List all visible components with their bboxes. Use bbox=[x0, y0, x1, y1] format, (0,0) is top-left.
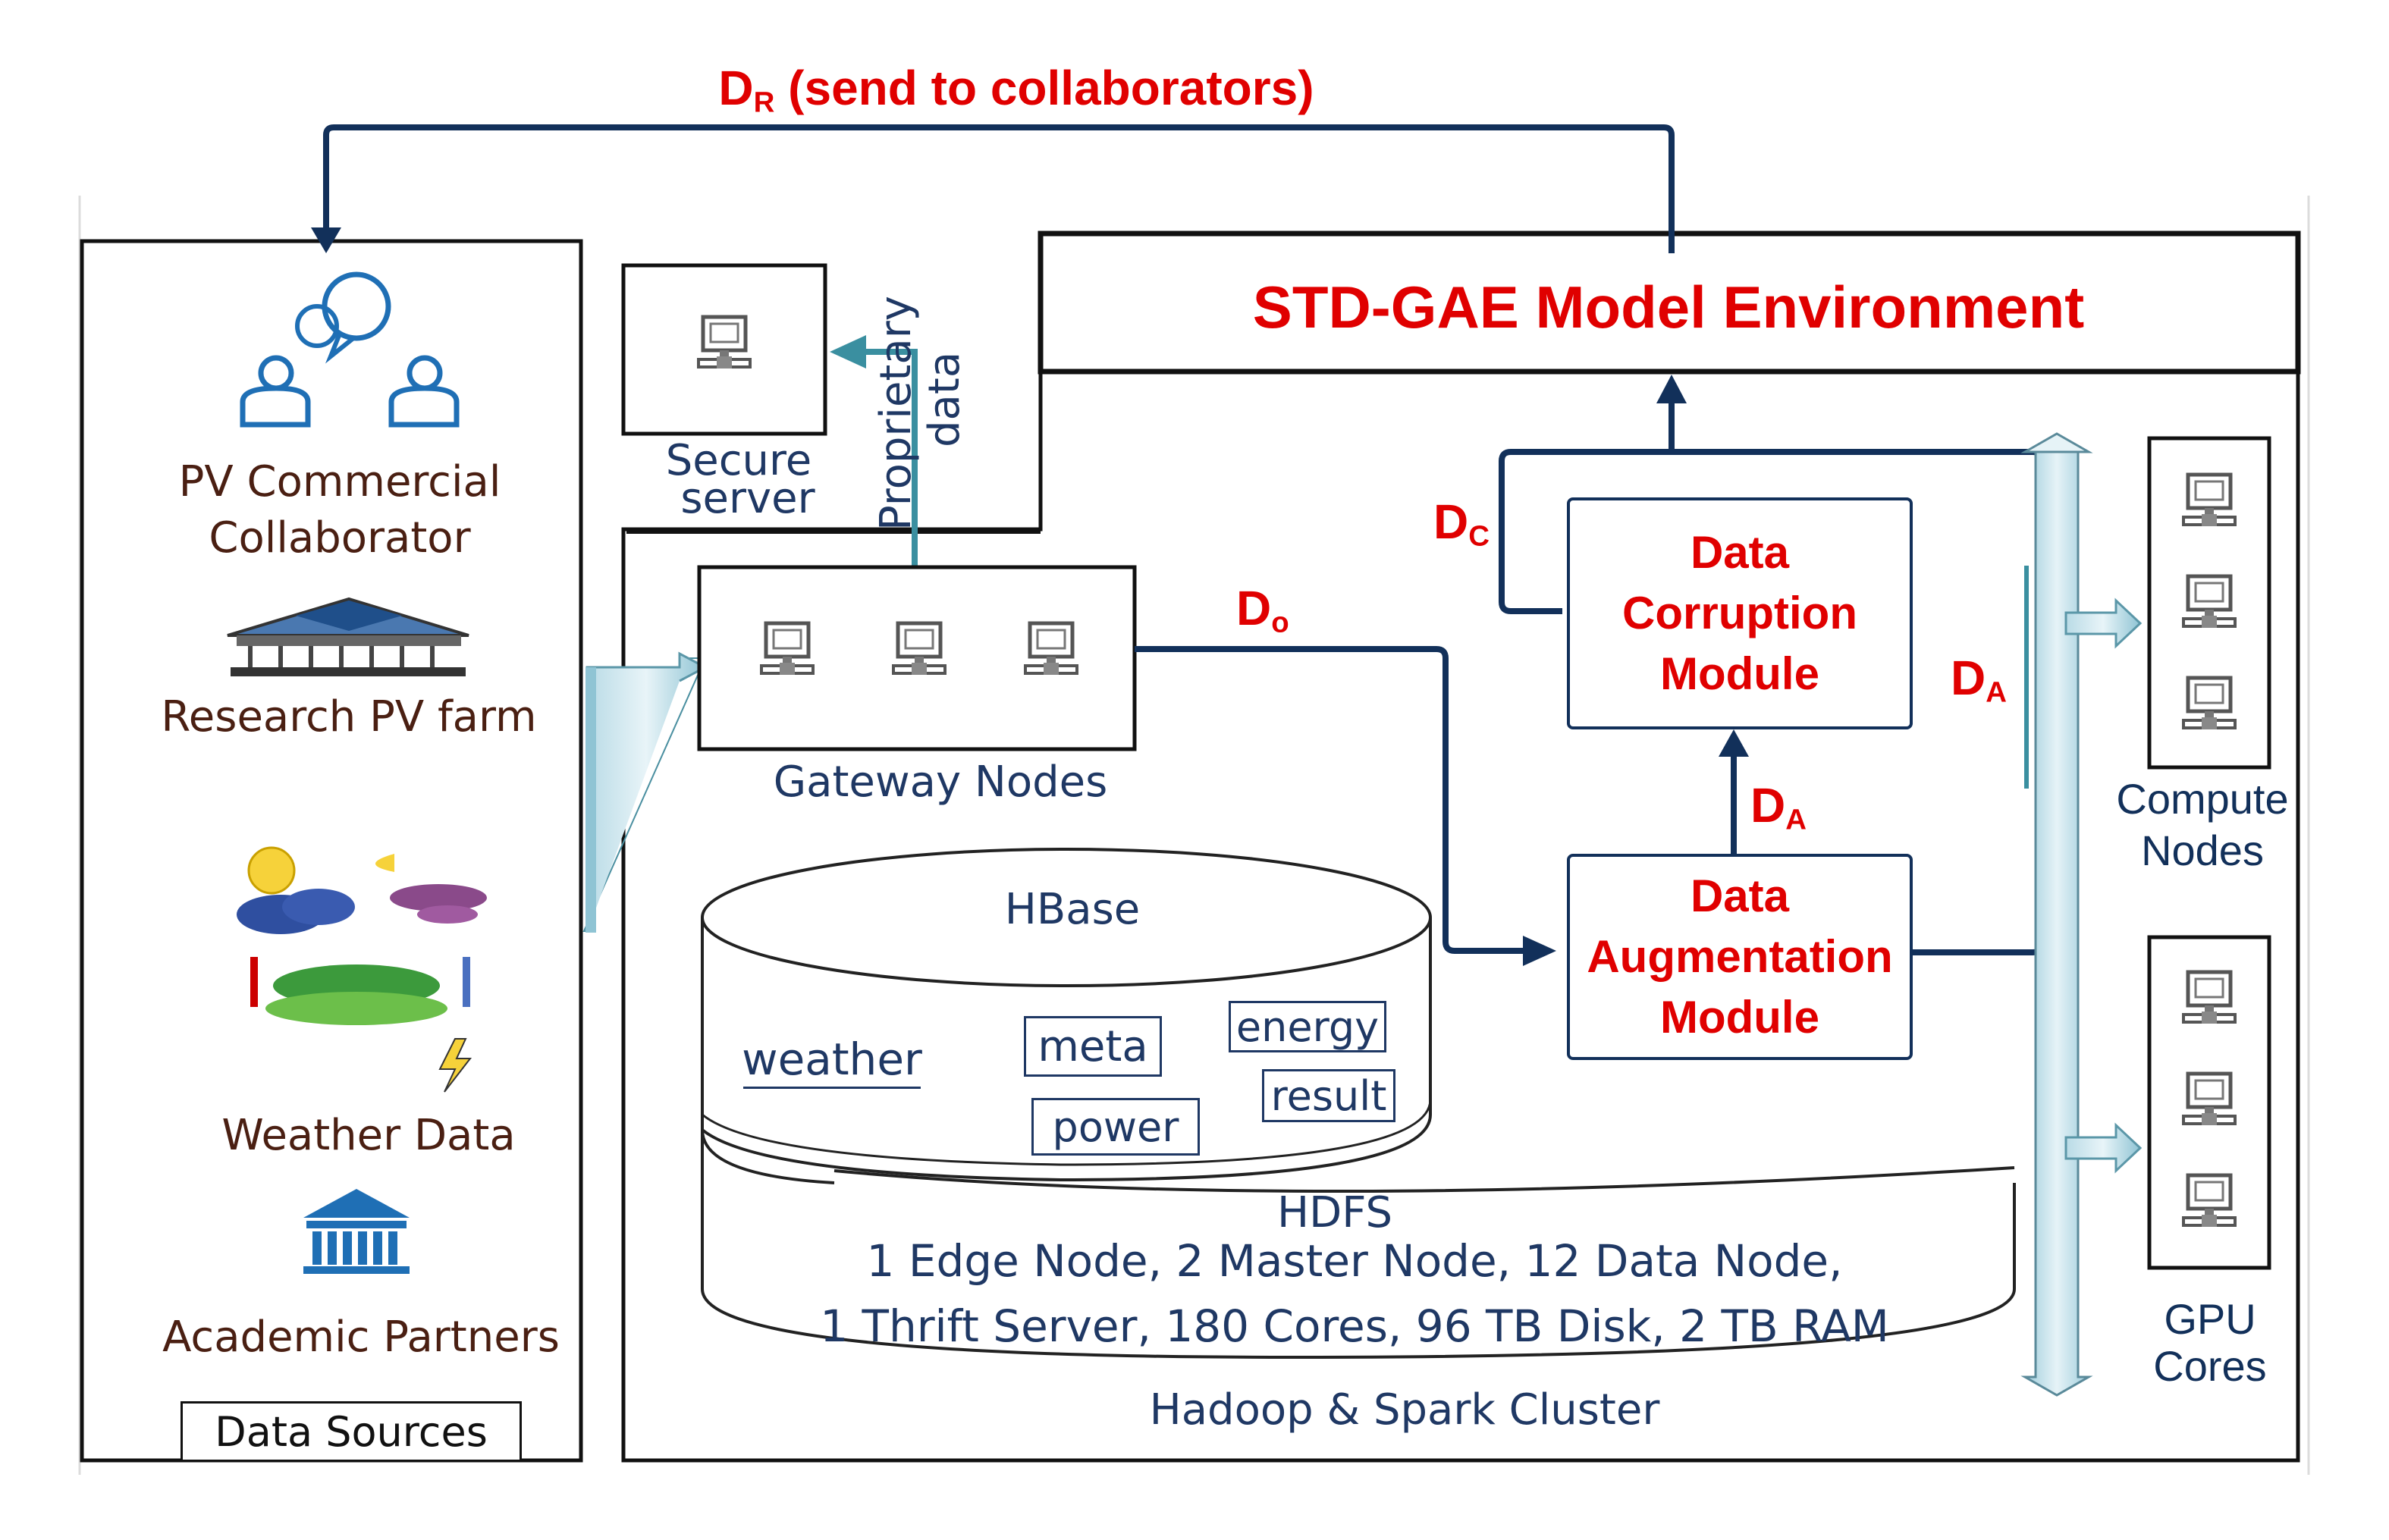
pv-commercial-label-1: PV Commercial bbox=[178, 457, 501, 507]
secure-server-label-2: server bbox=[680, 474, 815, 523]
academic-building-icon bbox=[303, 1189, 410, 1274]
hdfs-spec-2: 1 Thrift Server, 180 Cores, 96 TB Disk, … bbox=[820, 1300, 1889, 1352]
compute-label-1: Compute bbox=[2116, 775, 2289, 823]
environment-title: STD-GAE Model Environment bbox=[1252, 274, 2085, 340]
do-label: Do bbox=[1236, 581, 1289, 639]
table-power: power bbox=[1031, 1098, 1200, 1156]
collaborators-icon bbox=[240, 271, 460, 428]
cluster-label: Hadoop & Spark Cluster bbox=[1149, 1385, 1660, 1435]
table-meta: meta bbox=[1024, 1016, 1162, 1077]
table-energy: energy bbox=[1229, 1001, 1386, 1052]
dc-label: DC bbox=[1433, 494, 1490, 553]
research-farm-icon bbox=[227, 597, 469, 676]
table-weather: weather bbox=[742, 1031, 922, 1089]
weather-icon bbox=[237, 846, 487, 1093]
ingest-arrow bbox=[585, 651, 708, 933]
compute-arrow bbox=[2064, 597, 2143, 649]
compute-label-2: Nodes bbox=[2141, 826, 2264, 874]
environment-box bbox=[1038, 231, 2301, 375]
hdfs-title: HDFS bbox=[1276, 1188, 1393, 1237]
proprietary-arrow bbox=[861, 349, 918, 567]
research-farm-label: Research PV farm bbox=[161, 692, 537, 742]
hdfs-cylinder bbox=[701, 986, 2016, 1360]
secure-server-label-1: Secure bbox=[665, 436, 812, 485]
gpu-arrow bbox=[2064, 1122, 2143, 1174]
feedback-arrow bbox=[323, 124, 1675, 253]
da-right-label: DA bbox=[1951, 651, 2007, 709]
bus-arrow bbox=[2020, 436, 2093, 1397]
weather-data-label: Weather Data bbox=[221, 1111, 516, 1160]
pv-commercial-label-2: Collaborator bbox=[209, 513, 471, 563]
data-augmentation-module: Data Augmentation Module bbox=[1567, 854, 1913, 1060]
hdfs-spec-1: 1 Edge Node, 2 Master Node, 12 Data Node… bbox=[866, 1235, 1843, 1287]
table-result: result bbox=[1262, 1069, 1395, 1122]
dr-label: DR (send to collaborators) bbox=[718, 61, 1314, 119]
gateway-label: Gateway Nodes bbox=[773, 757, 1108, 807]
gpu-label-1: GPU bbox=[2164, 1295, 2256, 1343]
da-vertical-label: DA bbox=[1750, 778, 1807, 836]
academic-partners-label: Academic Partners bbox=[162, 1313, 560, 1362]
proprietary-label: Proprietary data bbox=[871, 296, 969, 531]
data-corruption-module: Data Corruption Module bbox=[1567, 497, 1913, 729]
hbase-cylinder bbox=[701, 848, 1432, 1184]
data-sources-footer: Data Sources bbox=[181, 1401, 522, 1462]
do-flow-line bbox=[1135, 646, 1529, 954]
gpu-label-2: Cores bbox=[2153, 1342, 2267, 1390]
data-sources-box bbox=[80, 239, 583, 1463]
hbase-title: HBase bbox=[1004, 885, 1141, 934]
